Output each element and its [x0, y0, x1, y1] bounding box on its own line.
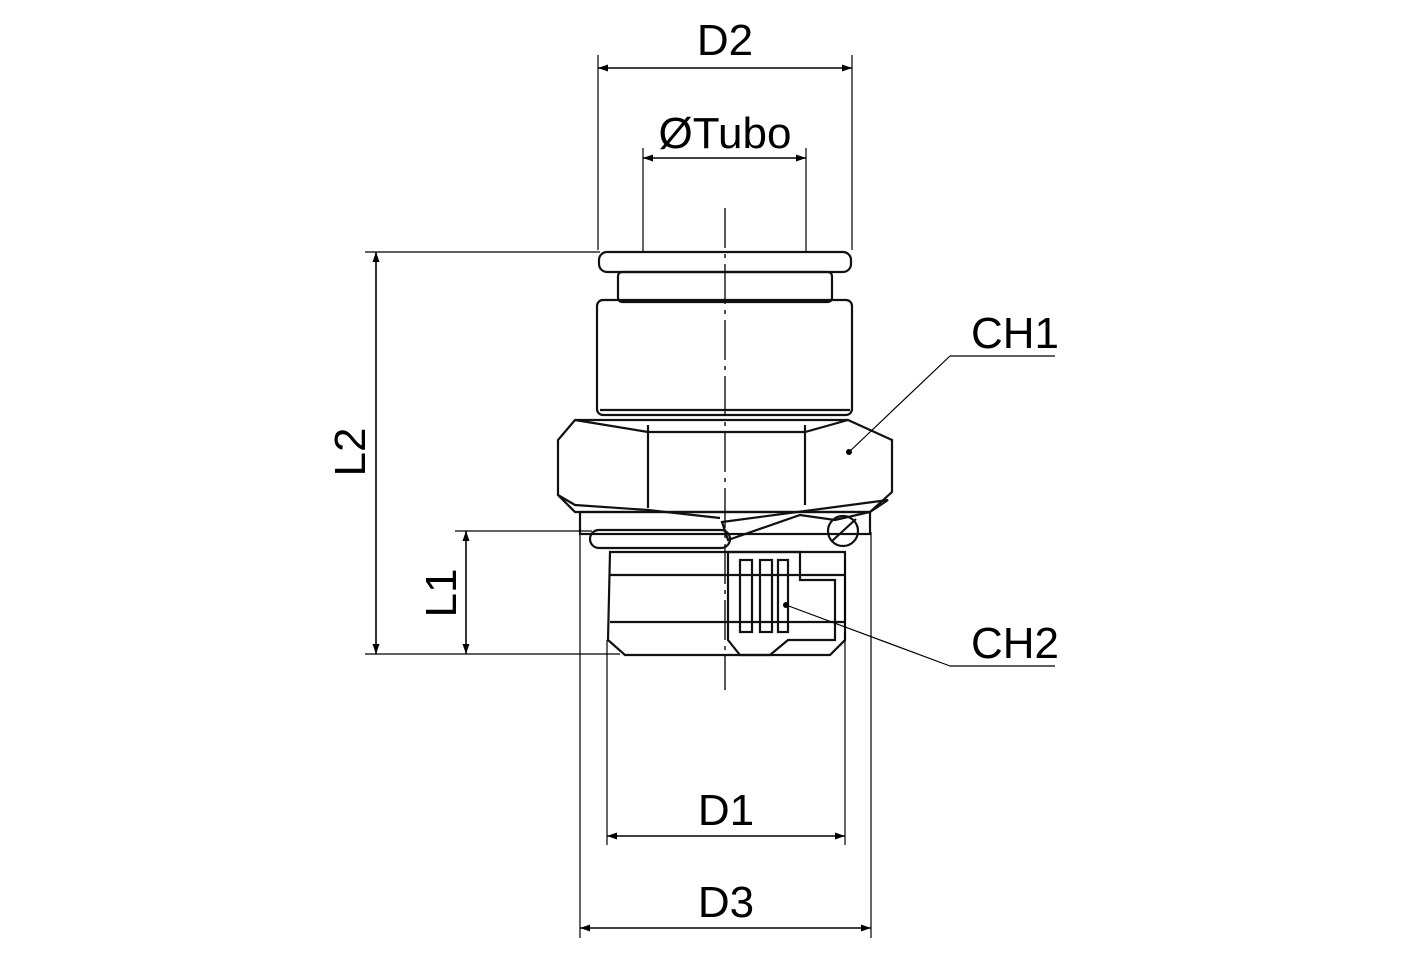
- d2-label: D2: [697, 16, 753, 65]
- dimension-l2: L2: [326, 251, 620, 655]
- d1-label: D1: [698, 786, 754, 835]
- ch1-label: CH1: [971, 309, 1059, 358]
- leader-ch1: CH1: [846, 309, 1059, 455]
- dimension-d2: D2: [597, 16, 853, 250]
- o-ring-section: [826, 514, 860, 548]
- l2-label: L2: [326, 428, 375, 477]
- l1-label: L1: [417, 569, 466, 618]
- dimension-d3: D3: [579, 532, 872, 938]
- d3-label: D3: [698, 878, 754, 927]
- dimension-tube-diameter: ØTubo: [642, 109, 807, 252]
- leader-ch2: CH2: [783, 602, 1059, 668]
- dimension-d1: D1: [606, 560, 846, 845]
- tube-label: ØTubo: [659, 109, 792, 158]
- dimension-l1: L1: [417, 530, 592, 654]
- o-ring-seal: [588, 528, 732, 550]
- threaded-spigot: [606, 550, 847, 657]
- ch2-label: CH2: [971, 619, 1059, 668]
